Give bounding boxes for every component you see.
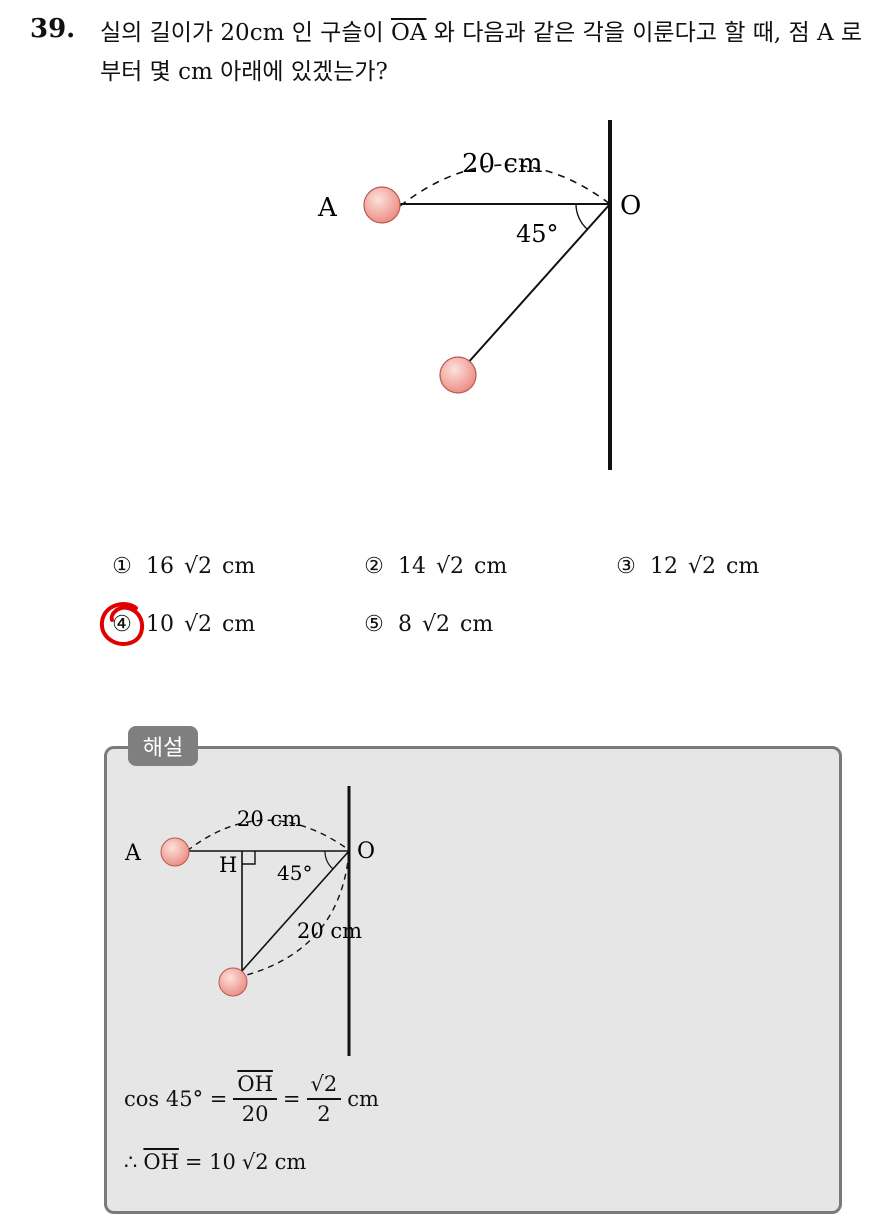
label-a: A xyxy=(124,841,142,866)
eq-sign-value: = 10 xyxy=(184,1150,236,1174)
sqrt-two: √2 xyxy=(422,612,451,637)
segment-oa: OA xyxy=(390,20,427,46)
frac-num: √2 xyxy=(306,1070,342,1100)
question-number: 39. xyxy=(30,14,76,44)
choice-coef: 8 xyxy=(398,612,412,637)
ball-swung xyxy=(439,356,477,394)
ball-swung xyxy=(218,967,248,997)
frac-num: OH xyxy=(233,1070,277,1100)
equation-cos: cos 45° = OH 20 = √2 2 cm xyxy=(124,1070,379,1128)
choice-5[interactable]: ⑤ 8 √2 cm xyxy=(360,612,493,637)
angle-arc xyxy=(324,850,334,870)
angle-arc xyxy=(575,203,588,230)
choice-1[interactable]: ① 16 √2 cm xyxy=(108,554,255,579)
angle-label: 45° xyxy=(277,861,312,885)
angle-label: 45° xyxy=(516,220,559,248)
top-length-label: 20 cm xyxy=(237,807,302,831)
choice-number: ③ xyxy=(616,554,636,579)
arc-top-dashed xyxy=(186,819,350,852)
choice-coef: 10 xyxy=(146,612,174,637)
choice-2[interactable]: ② 14 √2 cm xyxy=(360,554,507,579)
label-a: A xyxy=(317,193,338,223)
choice-unit: cm xyxy=(474,554,508,579)
fraction-oh-20: OH 20 xyxy=(233,1070,277,1128)
sqrt-two: √2 xyxy=(184,554,213,579)
question-text-after: 와 다음과 같은 각을 이룬다고 할 때, 점 A 로 부터 몇 cm 아래에 … xyxy=(100,20,863,85)
choice-unit: cm xyxy=(222,554,256,579)
string-angled xyxy=(232,850,350,982)
question-text-before: 실의 길이가 20cm 인 구슬이 xyxy=(100,20,384,46)
ball-a xyxy=(160,837,190,867)
choice-3[interactable]: ③ 12 √2 cm xyxy=(612,554,759,579)
choice-4[interactable]: ④ 10 √2 cm xyxy=(108,612,255,637)
choice-coef: 12 xyxy=(650,554,678,579)
choice-number: ① xyxy=(112,554,132,579)
segment-oh: OH xyxy=(143,1150,179,1174)
eq-sign: = xyxy=(282,1087,301,1111)
therefore-symbol: ∴ xyxy=(124,1150,138,1174)
label-o: O xyxy=(620,191,641,221)
frac-den: 2 xyxy=(317,1102,331,1126)
sqrt-two: √2 xyxy=(184,612,213,637)
choice-number: ④ xyxy=(112,612,132,637)
label-o: O xyxy=(357,839,375,864)
solution-tag: 해설 xyxy=(128,726,198,766)
choice-coef: 14 xyxy=(398,554,426,579)
sqrt-two: √2 xyxy=(241,1150,269,1174)
ball-a xyxy=(363,186,401,224)
answer-mark-icon xyxy=(99,602,145,646)
length-label: 20 cm xyxy=(462,149,543,179)
pendulum-figure: 20 cm A O 45° xyxy=(317,120,641,470)
frac-den: 20 xyxy=(241,1102,269,1126)
eq-lhs: cos 45° = xyxy=(124,1087,228,1111)
solution-figure: 20 cm 20 cm A O H 45° xyxy=(124,786,375,1056)
fraction-sqrt2-2: √2 2 xyxy=(306,1070,342,1128)
choice-unit: cm xyxy=(460,612,494,637)
choice-coef: 16 xyxy=(146,554,174,579)
choice-unit: cm xyxy=(222,612,256,637)
choice-unit: cm xyxy=(726,554,760,579)
arc-side-dashed xyxy=(242,851,350,977)
right-angle-mark xyxy=(242,851,256,865)
question-text: 실의 길이가 20cm 인 구슬이 OA 와 다음과 같은 각을 이룬다고 할 … xyxy=(100,14,870,92)
equation-result: ∴ OH = 10√2 cm xyxy=(124,1150,306,1174)
choice-number: ② xyxy=(364,554,384,579)
arc-dashed xyxy=(399,164,611,207)
string-angled xyxy=(457,203,611,375)
choice-number: ⑤ xyxy=(364,612,384,637)
sqrt-two: √2 xyxy=(688,554,717,579)
label-h: H xyxy=(219,853,237,877)
side-length-label: 20 cm xyxy=(297,919,362,943)
eq-unit: cm xyxy=(274,1150,307,1174)
sqrt-two: √2 xyxy=(436,554,465,579)
eq-unit: cm xyxy=(347,1087,379,1111)
